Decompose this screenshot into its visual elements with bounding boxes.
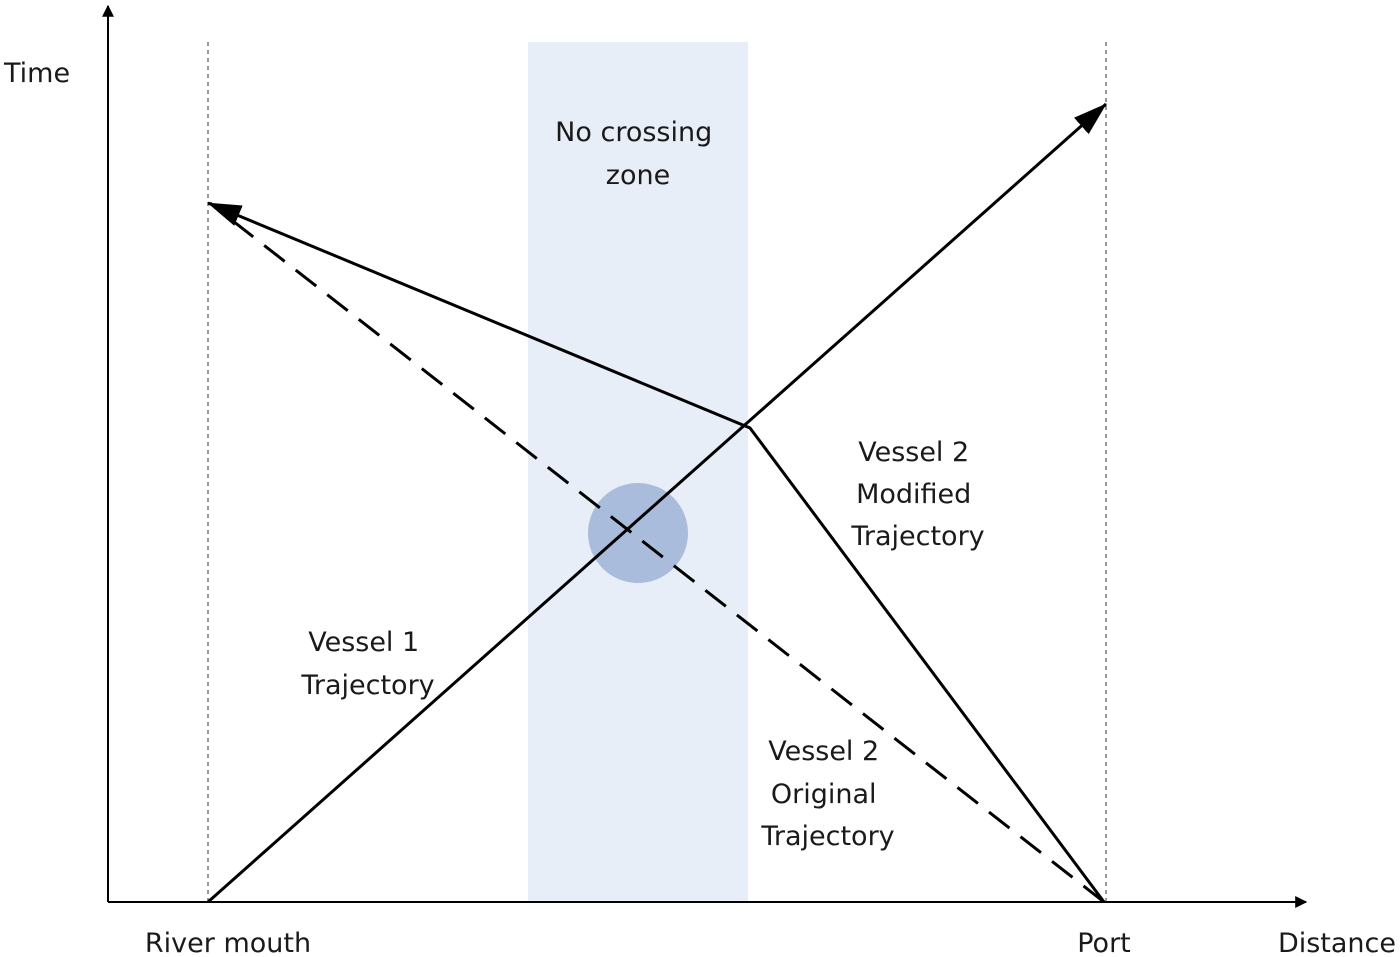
x-axis-label: Distance <box>1278 928 1396 957</box>
no-crossing-zone-label: No crossing zone <box>555 117 721 191</box>
vessel2-modified-label-line: Modified <box>856 479 971 510</box>
vessel2-original-label-line: Trajectory <box>760 821 894 852</box>
port-label: Port <box>1077 928 1131 957</box>
vessel2-modified-trajectory <box>207 201 1106 903</box>
vessel1-trajectory <box>207 102 1107 904</box>
vessel2-original-label-line: Vessel 2 <box>768 736 879 767</box>
no-crossing-zone <box>528 42 748 902</box>
zone-label-line: No crossing <box>555 117 712 148</box>
vessel2-modified-label-line: Vessel 2 <box>858 437 969 468</box>
vessel2-original-trajectory <box>209 201 1105 904</box>
vessel1-label-line: Vessel 1 <box>308 627 419 658</box>
river-mouth-label: River mouth <box>145 928 311 957</box>
vessel2-modified-label: Vessel 2 Modified Trajectory <box>850 437 984 552</box>
vessel1-label-line: Trajectory <box>300 670 434 701</box>
conflict-point-circle <box>588 483 688 583</box>
vessel2-modified-label-line: Trajectory <box>850 521 984 552</box>
zone-label-line: zone <box>606 160 670 191</box>
vessel1-label: Vessel 1 Trajectory <box>300 627 434 701</box>
vessel2-original-label-line: Original <box>771 779 877 810</box>
vessel2-original-label: Vessel 2 Original Trajectory <box>760 736 894 852</box>
y-axis-label: Time <box>3 58 70 89</box>
